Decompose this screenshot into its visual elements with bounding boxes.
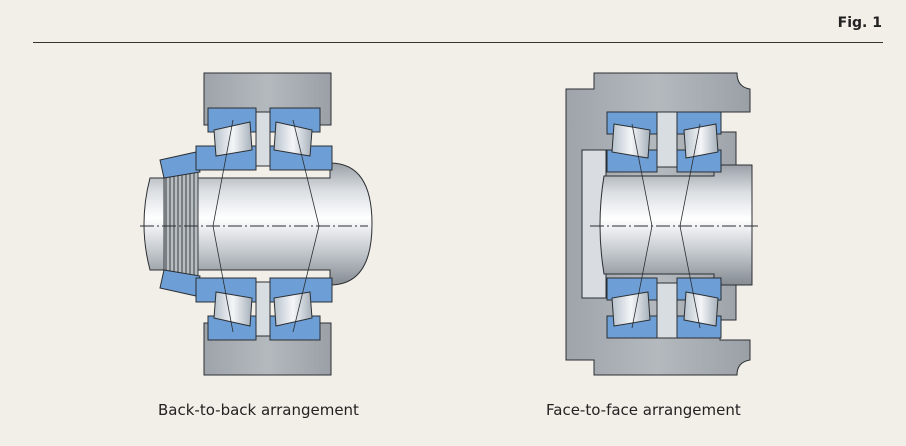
locknut-top xyxy=(159,151,201,179)
figure-label: Fig. 1 xyxy=(837,15,882,31)
bearing-ftf-bottom-right xyxy=(676,277,722,339)
shaft-left xyxy=(143,162,373,286)
header-rule xyxy=(33,42,883,43)
bearing-bottom-left xyxy=(195,277,257,341)
spacer-top-left xyxy=(255,111,271,167)
back-to-back-diagram xyxy=(140,72,373,376)
spacer-top-right xyxy=(656,111,678,168)
shaft-right xyxy=(599,164,753,286)
thread-section xyxy=(163,165,199,283)
caption-face-to-face: Face-to-face arrangement xyxy=(546,401,741,419)
bearing-top-right xyxy=(269,107,333,171)
bearing-ftf-top-left xyxy=(606,111,658,173)
spacer-bottom-right xyxy=(656,282,678,339)
locknut-bottom xyxy=(159,269,201,297)
spacer-bottom-left xyxy=(255,281,271,337)
face-to-face-diagram xyxy=(565,72,760,376)
bearing-ftf-bottom-left xyxy=(606,277,658,339)
caption-back-to-back: Back-to-back arrangement xyxy=(158,401,359,419)
bearing-ftf-top-right xyxy=(676,111,722,173)
